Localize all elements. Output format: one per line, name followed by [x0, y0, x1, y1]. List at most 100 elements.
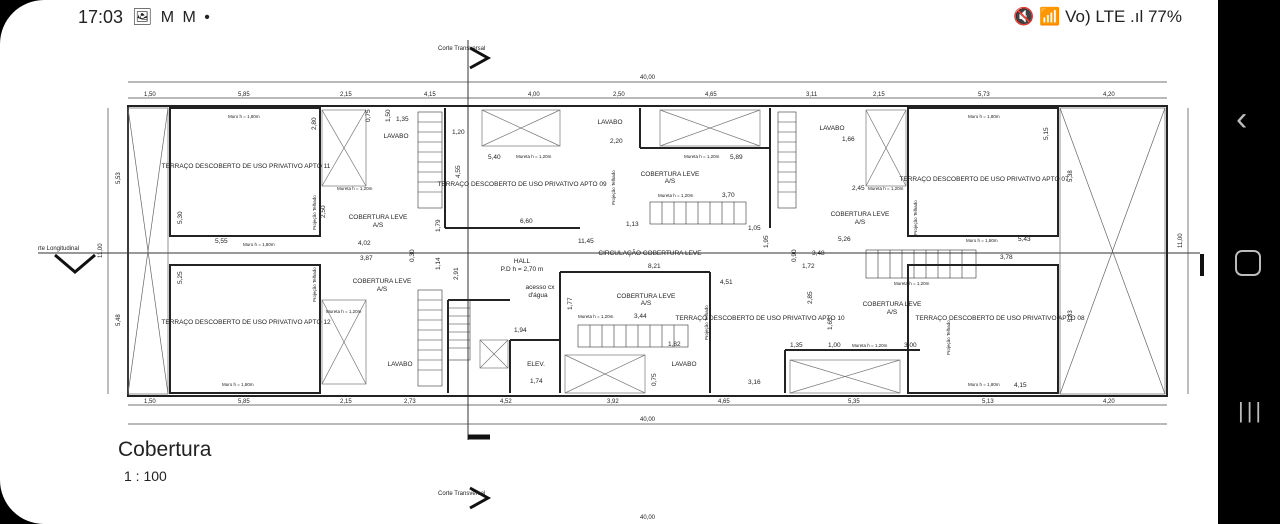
dim-top-3: 4,15	[424, 92, 436, 98]
label-cobertura-leve-2: COBERTURA LEVE	[641, 171, 700, 178]
value-0: 1,35	[396, 116, 409, 123]
status-bar: 17:03 🖼 M M • 🔇 📶 Vo) LTE .ıl 77%	[0, 0, 1218, 34]
home-icon[interactable]	[1235, 250, 1261, 276]
label-cobertura-leve-6: COBERTURA LEVE	[863, 301, 922, 308]
label-cobertura-leve-1: COBERTURA LEVE	[349, 214, 408, 221]
label-as-3: A/S	[855, 219, 866, 226]
room-apto11: TERRAÇO DESCOBERTO DE USO PRIVATIVO APTO…	[162, 163, 331, 170]
section-arrow-left-icon	[54, 253, 96, 274]
section-arrow-top-icon	[469, 46, 492, 70]
label-elev: ELEV.	[527, 361, 545, 368]
dim-bottom-3: 2,73	[404, 399, 416, 405]
room-apto09: TERRAÇO DESCOBERTO DE USO PRIVATIVO APTO…	[437, 181, 607, 188]
value-17: 5,43	[1018, 236, 1031, 243]
projecao-3: Projeção Telhado	[913, 200, 918, 235]
value-38: 1,74	[530, 378, 543, 385]
value-12: 1,05	[748, 225, 761, 232]
dim-left-0: 5,53	[116, 172, 122, 184]
value-10: 3,70	[722, 192, 735, 199]
label-lavabo-5: LAVABO	[671, 361, 696, 368]
value-40: 3,16	[748, 379, 761, 386]
label-cobertura-leve-5: COBERTURA LEVE	[617, 293, 676, 300]
value-22: 3,48	[812, 250, 825, 257]
dim-bottom-2: 2,15	[340, 399, 352, 405]
value-11: 1,13	[626, 221, 639, 228]
system-status-icons: 🔇 📶 Vo) LTE .ıl 77%	[1013, 7, 1182, 26]
dim-right-1: 5,38	[1068, 170, 1074, 182]
page-edge-indicator	[1200, 254, 1204, 276]
label-as-6: A/S	[887, 309, 898, 316]
mureta-8: Mureta h = 1,20m	[578, 314, 614, 319]
dim-total-top: 40,00	[640, 75, 656, 81]
label-lavabo-2: LAVABO	[597, 119, 622, 126]
value-2: 0,75	[365, 109, 372, 122]
mureta-5: Mureta h = 1,20m	[868, 186, 904, 191]
value-39: 1,82	[668, 341, 681, 348]
mureta-6: Mureta h = 1,20m	[894, 281, 930, 286]
void-right	[1059, 107, 1166, 395]
back-icon[interactable]: ‹	[1236, 100, 1248, 138]
value-18: 5,26	[838, 236, 851, 243]
sheet-title: Cobertura	[118, 438, 212, 461]
value-21: 1,72	[802, 263, 815, 270]
value-8: 6,60	[520, 218, 533, 225]
label-lavabo-3: LAVABO	[819, 125, 844, 132]
label-lavabo-1: LAVABO	[383, 133, 408, 140]
value-15: 4,55	[455, 165, 462, 178]
mureta-9: Mureta h = 1,20m	[852, 343, 888, 348]
dim-bottom-6: 4,65	[718, 399, 730, 405]
muro-5: Muro h = 1,80m	[222, 382, 254, 387]
dim-top-0: 1,50	[144, 92, 156, 98]
value-35: 1,77	[567, 297, 574, 310]
value-14: 2,45	[852, 185, 865, 192]
pdf-viewer[interactable]: 17:03 🖼 M M • 🔇 📶 Vo) LTE .ıl 77% Corte …	[0, 0, 1218, 524]
corte-longitudinal: rte Longitudinal	[38, 246, 79, 252]
mureta-7: Mureta h = 1,20m	[326, 309, 362, 314]
value-19: 1,95	[763, 235, 770, 248]
value-9: 11,45	[578, 238, 594, 245]
muro-6: Muro h = 1,80m	[968, 382, 1000, 387]
dim-bottom-4: 4,52	[500, 399, 512, 405]
mureta-2: Mureta h = 1,20m	[516, 154, 552, 159]
dim-top-1: 5,85	[238, 92, 250, 98]
dim-top-8: 2,15	[873, 92, 885, 98]
room-apto07: TERRAÇO DESCOBERTO DE USO PRIVATIVO APTO…	[899, 176, 1069, 183]
value-5: 5,40	[488, 154, 501, 161]
dim-top-4: 4,00	[528, 92, 540, 98]
muro-3: Muro h = 1,80m	[243, 242, 275, 247]
value-23: 3,78	[1000, 254, 1013, 261]
value-44: 4,15	[1014, 382, 1027, 389]
value-27: 2,91	[453, 267, 460, 280]
dim-bottom-1: 5,85	[238, 399, 250, 405]
sheet-scale: 1 : 100	[124, 468, 167, 484]
value-42: 3,00	[904, 342, 917, 349]
value-45: 5,15	[1043, 127, 1050, 140]
mureta-4: Mureta h = 1,20m	[658, 193, 694, 198]
dim-bottom-0: 1,50	[144, 399, 156, 405]
value-1: 1,50	[385, 109, 392, 122]
value-24: 4,02	[358, 240, 371, 247]
dim-bottom-5: 3,92	[607, 399, 619, 405]
dim-left-2: 5,48	[116, 314, 122, 326]
dim-bottom-9: 4,20	[1103, 399, 1115, 405]
dim-total-bottom: 40,00	[640, 417, 656, 423]
label-hall: HALL	[514, 258, 531, 265]
dim-top-6: 4,65	[705, 92, 717, 98]
value-4: 1,20	[452, 129, 465, 136]
value-30: 1,14	[435, 257, 442, 270]
crossed-boxes	[321, 109, 907, 394]
projecao-1: Projeção Telhado	[611, 170, 616, 205]
label-as-2: A/S	[665, 178, 676, 185]
value-26: 0,30	[409, 249, 416, 262]
value-34: 5,25	[177, 271, 184, 284]
label-as-1: A/S	[373, 222, 384, 229]
notification-icons: 🖼 M M •	[132, 9, 212, 26]
room-apto08: TERRAÇO DESCOBERTO DE USO PRIVATIVO APTO…	[915, 315, 1085, 322]
dim-top-10: 4,20	[1103, 92, 1115, 98]
value-46: 2,85	[807, 291, 814, 304]
projecao-2: Projeção Telhado	[312, 195, 317, 230]
value-37: 1,94	[514, 327, 527, 334]
projecao-5: Projeção Telhado	[704, 305, 709, 340]
floor-plan-drawing[interactable]: Corte Transversal Corte Transversal rte …	[0, 0, 1218, 524]
recent-apps-icon[interactable]: |||	[1238, 398, 1265, 423]
